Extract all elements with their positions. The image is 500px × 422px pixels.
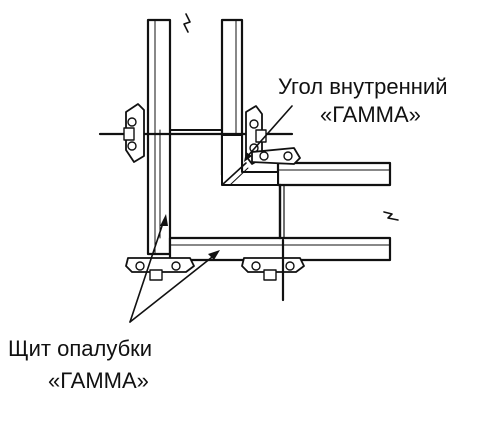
clamp-corner-right	[251, 147, 301, 165]
leader-lines	[129, 105, 293, 323]
clamp-top-left	[123, 103, 145, 163]
label-inner-corner-line2: «ГАММА»	[320, 102, 421, 127]
wall-edge	[159, 129, 223, 255]
horizontal-formwork-panel	[168, 161, 399, 262]
label-inner-corner-line1: Угол внутренний	[278, 74, 448, 99]
clamp-bottom-left	[125, 257, 195, 281]
label-panel-line2: «ГАММА»	[48, 368, 149, 393]
label-panel-line1: Щит опалубки	[8, 336, 152, 361]
clamp-bottom-right	[241, 257, 305, 281]
